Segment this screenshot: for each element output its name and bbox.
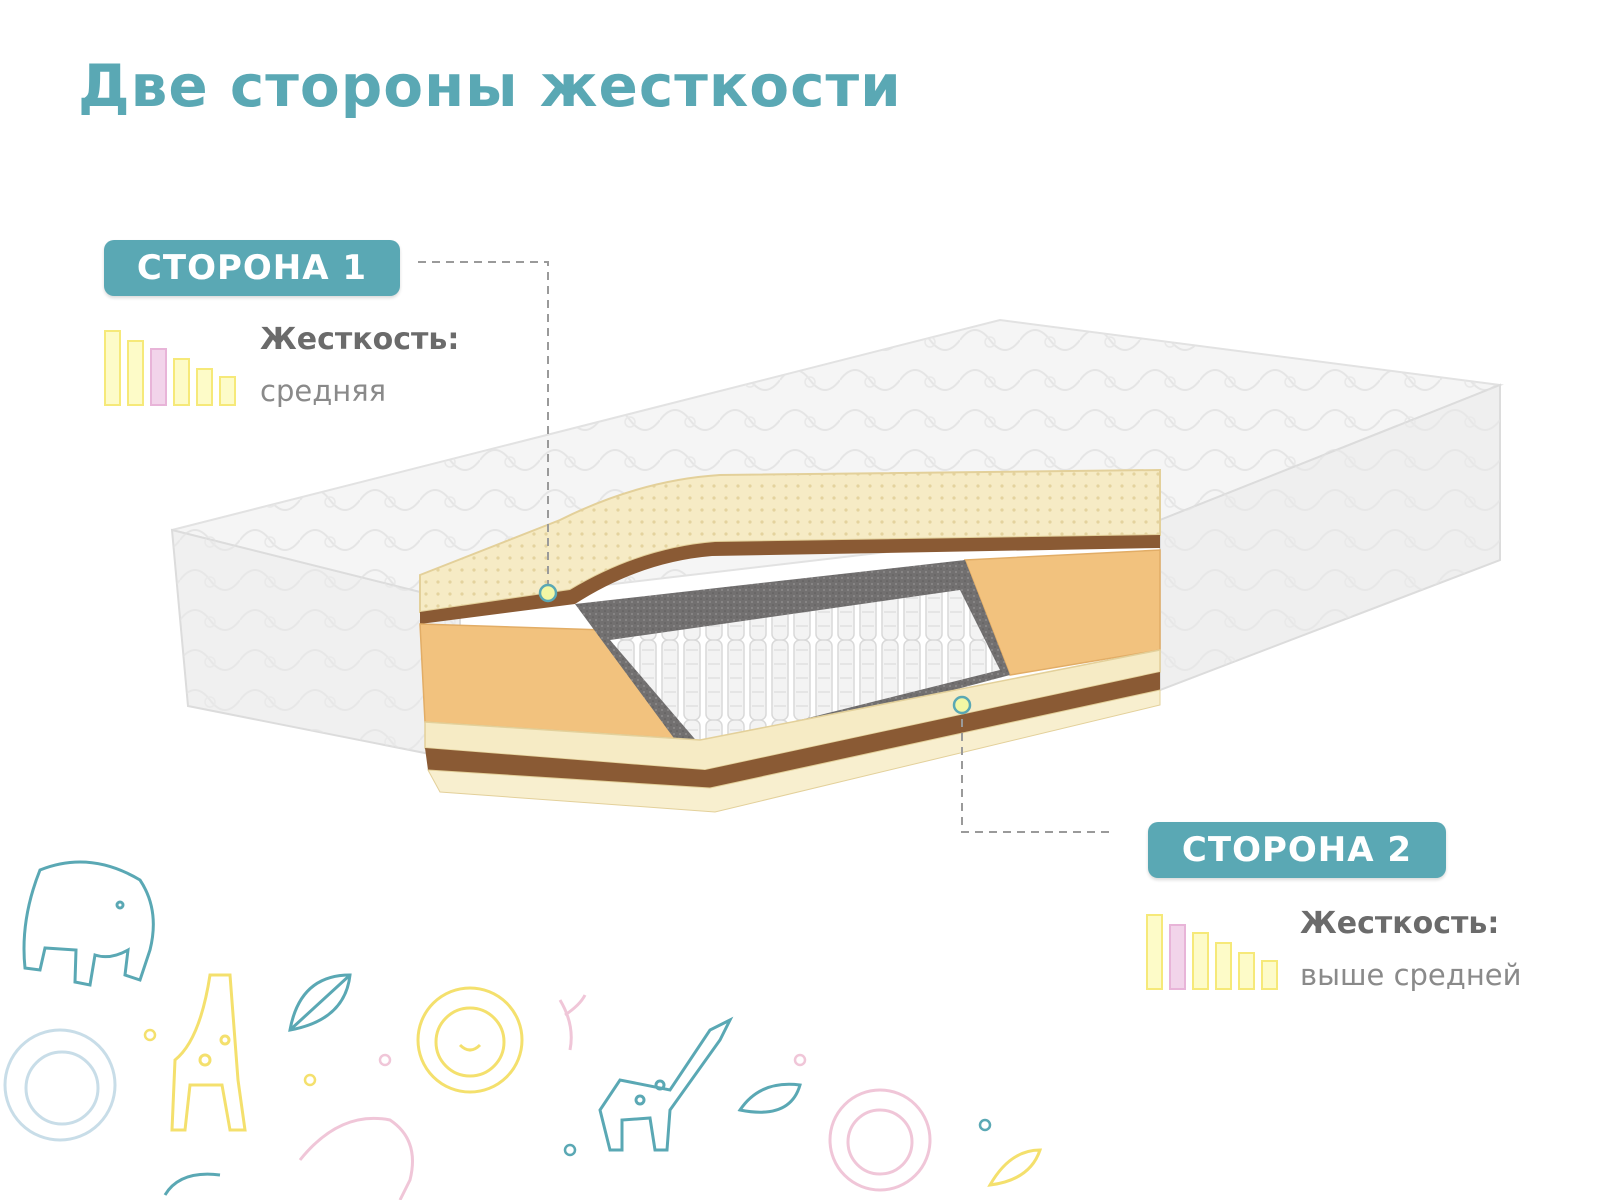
leaf-icon	[163, 973, 802, 1196]
page-title: Две стороны жесткости	[78, 52, 902, 120]
lion-icon	[828, 1088, 932, 1192]
callout-line-side-1	[418, 261, 549, 593]
giraffe-icon	[598, 1016, 734, 1152]
lion-icon	[416, 986, 524, 1094]
elephant-icon	[298, 1116, 414, 1200]
hardness-value-side-2: выше средней	[1300, 958, 1522, 992]
hardness-scale-side-2	[1146, 912, 1278, 990]
callout-dot-side-2	[952, 695, 972, 715]
leaf-icon	[558, 994, 587, 1051]
hardness-label-side-1: Жесткость:	[260, 322, 460, 357]
callout-dot-side-1	[538, 583, 558, 603]
elephant-icon	[22, 860, 155, 987]
hardness-bar	[1169, 924, 1186, 990]
spring-block	[610, 590, 1000, 745]
coir-layer-top	[420, 535, 1160, 624]
hardness-label-side-2: Жесткость:	[1300, 906, 1500, 941]
hardness-bar	[1215, 942, 1232, 990]
hardness-bar	[1238, 952, 1255, 990]
hardness-bar	[1146, 914, 1163, 990]
hardness-bar	[196, 368, 213, 406]
leaf-icon	[987, 1148, 1043, 1187]
hardness-scale-side-1	[104, 328, 236, 406]
hardness-bar	[127, 340, 144, 406]
hardness-bar	[150, 348, 167, 406]
hardness-bar	[1192, 932, 1209, 990]
side-1-badge: СТОРОНА 1	[104, 240, 400, 296]
hardness-value-side-1: средняя	[260, 374, 387, 408]
hardness-bar	[1261, 960, 1278, 990]
giraffe-icon	[170, 973, 247, 1132]
side-2-badge: СТОРОНА 2	[1148, 822, 1446, 878]
coir-layer-bottom	[425, 672, 1160, 788]
hardness-bar	[104, 330, 121, 406]
hardness-bar	[219, 376, 236, 406]
lion-icon	[3, 1028, 117, 1142]
callout-line-side-2	[961, 705, 1110, 833]
hardness-bar	[173, 358, 190, 406]
